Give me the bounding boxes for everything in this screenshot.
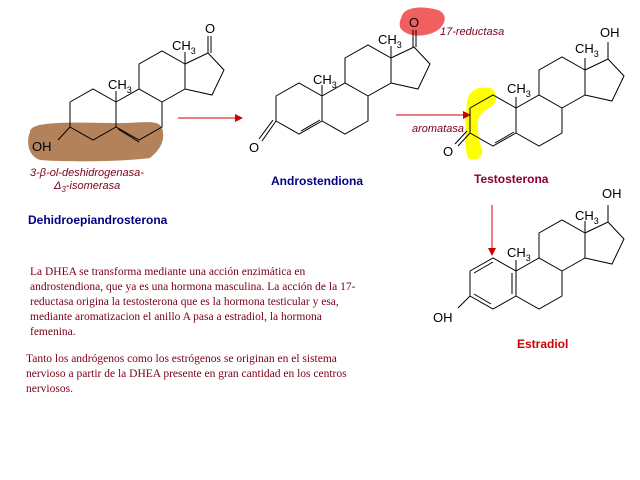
androstendiona-ketone-o-3: O — [249, 140, 259, 155]
dhea-ch3-ring-c: CH3 — [172, 38, 196, 56]
estradiol-ch3-ring-a: CH3 — [507, 245, 531, 263]
testosterona-ketone-o: O — [443, 144, 453, 159]
estradiol-name: Estradiol — [517, 337, 568, 351]
enzyme-label-line2: Δ3-isomerasa — [53, 180, 120, 194]
androstendiona-ch3-ring-c: CH3 — [378, 32, 402, 50]
testosterona-molecule — [454, 42, 625, 147]
dhea-ch3-ring-a: CH3 — [108, 77, 132, 95]
androstendiona-name: Androstendiona — [271, 174, 363, 188]
estradiol-molecule — [457, 205, 625, 310]
testosterona-ch3-ring-a: CH3 — [507, 81, 531, 99]
enzyme-label-line1: 3-β-ol-deshidrogenasa- — [30, 167, 144, 179]
androstendiona-molecule — [258, 30, 431, 142]
estradiol-hydroxyl-17: OH — [602, 186, 622, 201]
androstendiona-ch3-ring-a: CH3 — [313, 72, 337, 90]
reductasa-highlight — [399, 7, 445, 36]
testosterona-ch3-ring-c: CH3 — [575, 41, 599, 59]
aromatasa-label: aromatasa — [412, 123, 464, 135]
dhea-enzyme-highlight — [28, 122, 164, 162]
explanation-paragraph-1: La DHEA se transforma mediante una acció… — [30, 266, 356, 338]
testosterona-name: Testosterona — [474, 172, 549, 186]
reductasa-label: 17-reductasa — [440, 26, 504, 38]
aromatasa-highlight — [465, 87, 497, 160]
testosterona-hydroxyl: OH — [600, 25, 620, 40]
dhea-name: Dehidroepiandrosterona — [28, 213, 168, 227]
explanation-paragraph-2: Tanto los andrógenos como los estrógenos… — [26, 353, 347, 395]
estradiol-ch3-ring-c: CH3 — [575, 208, 599, 226]
androstendiona-ketone-o-17: O — [409, 15, 419, 30]
dhea-molecule — [57, 36, 225, 143]
estradiol-hydroxyl-3: OH — [433, 310, 453, 325]
dhea-ketone-o: O — [205, 21, 215, 36]
dhea-hydroxyl: OH — [32, 139, 52, 154]
